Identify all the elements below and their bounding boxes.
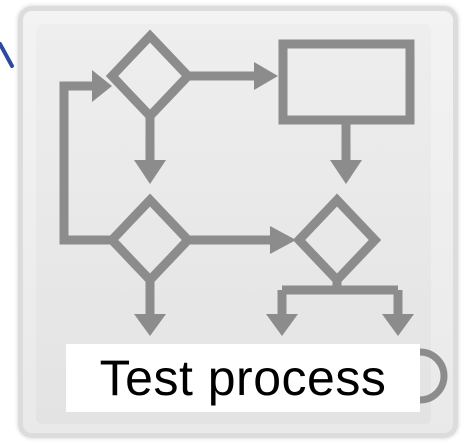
tile-caption: Test process (99, 350, 387, 406)
decision-shape-1 (105, 29, 195, 123)
arrowhead-down-1 (134, 160, 166, 184)
loop-connector (59, 81, 112, 245)
decision-shape-2 (105, 193, 195, 287)
arrow-corner-fragment (0, 42, 14, 68)
decision-shape-3 (292, 193, 382, 287)
arrowhead-down-5 (382, 314, 414, 336)
branch-connector (277, 280, 403, 318)
arrowhead-down-4 (266, 314, 298, 336)
arrowhead-down-3 (134, 314, 166, 336)
arrowhead-right-3 (270, 226, 296, 254)
caption-box: Test process (66, 344, 420, 412)
partial-circle-shape (419, 348, 448, 404)
process-shape (278, 39, 415, 125)
arrowhead-right-1 (92, 70, 112, 102)
arrowhead-right-2 (254, 62, 278, 90)
arrowhead-down-2 (330, 160, 362, 184)
